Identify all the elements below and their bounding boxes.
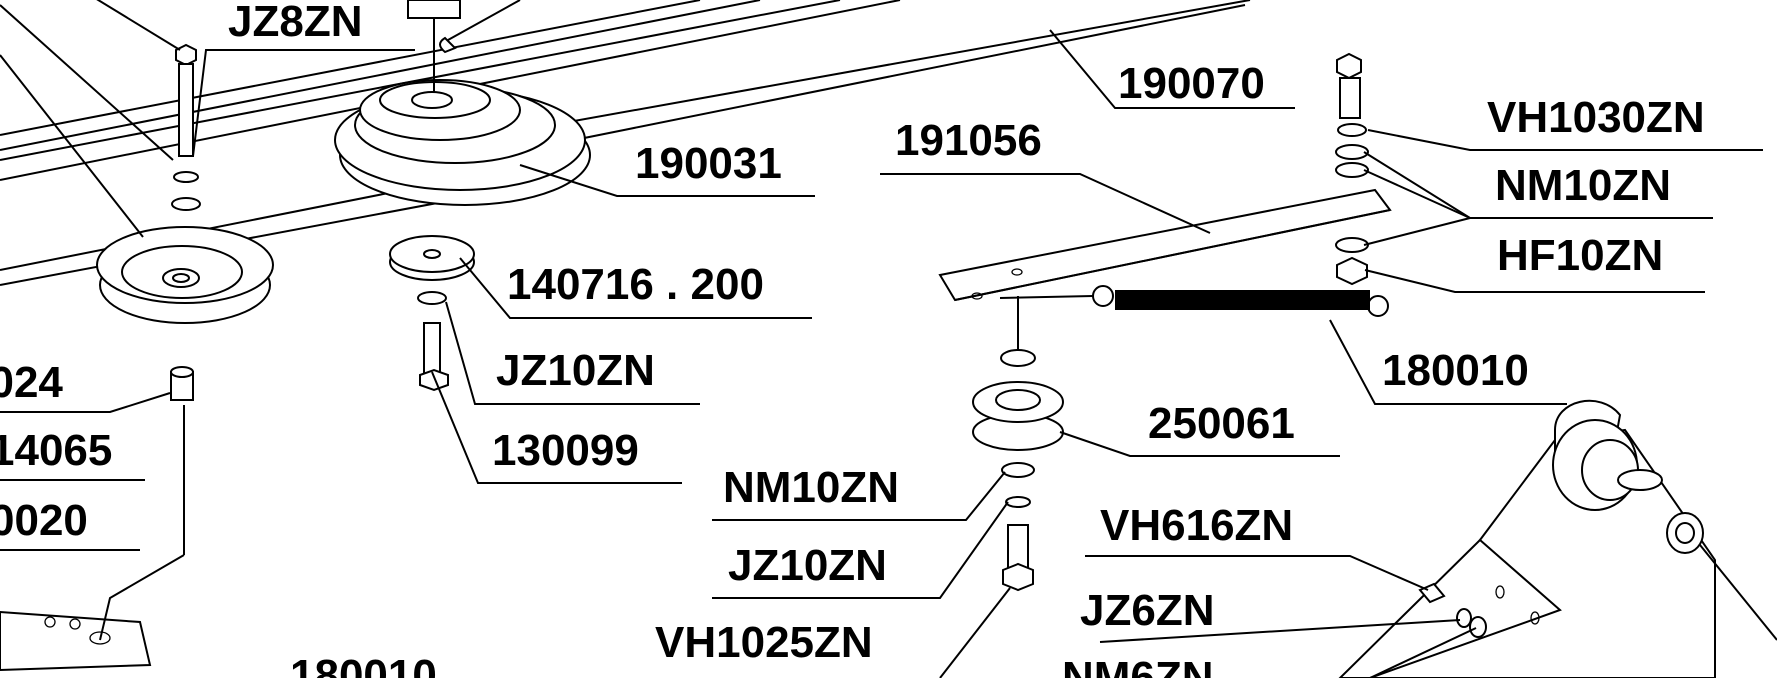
label-190031: 190031 [635, 139, 782, 188]
label-14065: 14065 [0, 426, 112, 475]
label-180010-bottom: 180010 [290, 651, 437, 678]
pin [439, 36, 457, 54]
spring-180010 [999, 285, 1389, 317]
label-hf10zn: HF10ZN [1497, 231, 1663, 280]
bolt-stack-right [1335, 52, 1369, 286]
part-labels: JZ8ZN 190070 VH1030ZN 191056 190031 NM10… [0, 0, 1705, 678]
label-jz10zn-left: JZ10ZN [496, 346, 655, 395]
label-nm10zn-top: NM10ZN [1495, 161, 1671, 210]
label-nm10zn-mid: NM10ZN [723, 463, 899, 512]
label-190070: 190070 [1118, 59, 1265, 108]
bolt-stack-left [170, 43, 201, 555]
label-180010-right: 180010 [1382, 346, 1529, 395]
label-vh1025zn: VH1025ZN [655, 618, 873, 667]
label-0020: 0020 [0, 496, 88, 545]
label-jz8zn: JZ8ZN [228, 0, 362, 46]
spacer-140716 [389, 235, 475, 392]
idler-pulley-left [96, 226, 274, 324]
tension-arm-191056 [938, 188, 1392, 302]
bracket-assembly [1338, 399, 1777, 678]
label-jz6zn: JZ6ZN [1080, 586, 1214, 635]
label-nm6zn: NM6ZN [1062, 653, 1214, 678]
pulley-250061 [972, 296, 1064, 592]
label-191056: 191056 [895, 116, 1042, 165]
label-140716-200: 140716 . 200 [507, 260, 764, 309]
label-jz10zn-mid: JZ10ZN [728, 541, 887, 590]
label-vh1030zn: VH1030ZN [1487, 93, 1705, 142]
label-250061: 250061 [1148, 399, 1295, 448]
arm-plate-left [0, 610, 152, 672]
label-vh616zn: VH616ZN [1100, 501, 1293, 550]
label-130099: 130099 [492, 426, 639, 475]
